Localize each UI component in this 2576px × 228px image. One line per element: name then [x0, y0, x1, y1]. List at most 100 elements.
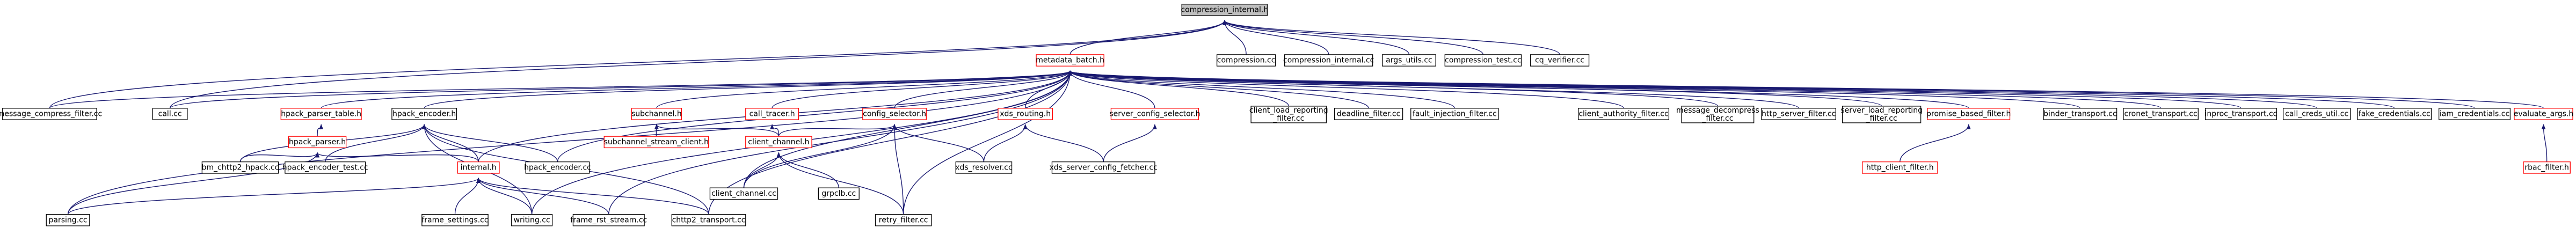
node-label: call_tracer.h — [749, 109, 795, 118]
node-args-utils-cc[interactable]: args_utils.cc — [1382, 54, 1436, 67]
edge-metadata-batch-h-to-client-channel-cc — [743, 70, 1073, 188]
node-box — [572, 214, 645, 226]
node-hpack-parser-table-h[interactable]: hpack_parser_table.h — [280, 108, 362, 120]
node-writing-cc[interactable]: writing.cc — [511, 214, 553, 226]
edge-hpack-parser-table-h-to-hpack-parser-h — [317, 124, 324, 137]
edge-xds-routing-h-to-xds-resolver-cc — [983, 124, 1028, 162]
node-hpack-encoder-cc[interactable]: hpack_encoder.cc — [524, 161, 591, 174]
node-label: deadline_filter.cc — [1337, 109, 1400, 118]
node-box — [1334, 108, 1403, 120]
node-box — [1036, 54, 1104, 67]
node-box — [2282, 108, 2351, 120]
node-promise-based-filter-h[interactable]: promise_based_filter.h — [1926, 108, 2011, 120]
node-config-selector-h[interactable]: config_selector.h — [862, 108, 927, 120]
node-cronet-transport-cc[interactable]: cronet_transport.cc — [2123, 108, 2199, 120]
edge-metadata-batch-h-to-promise-based-filter-h — [1068, 70, 1969, 109]
node-server-load-reporting-filter-cc[interactable]: server_load_reporting_filter.cc — [1840, 106, 1923, 123]
edge-metadata-batch-h-to-hpack-parser-table-h — [321, 70, 1072, 109]
node-chttp2-transport-cc[interactable]: chttp2_transport.cc — [671, 214, 746, 226]
node-label: frame_settings.cc — [421, 216, 488, 224]
node-label: http_server_filter.cc — [1762, 109, 1836, 118]
node-internal-h[interactable]: internal.h — [457, 161, 500, 174]
edge-subchannel-h-to-client-channel-h — [654, 124, 780, 137]
node-evaluate-args-h[interactable]: evaluate_args.h — [2514, 108, 2574, 120]
edge-metadata-batch-h-to-call-tracer-h — [772, 70, 1072, 109]
node-hpack-encoder-test-cc[interactable]: hpack_encoder_test.cc — [282, 161, 368, 174]
node-call-cc[interactable]: call.cc — [152, 108, 188, 120]
node-inproc-transport-cc[interactable]: inproc_transport.cc — [2204, 108, 2277, 120]
node-label: metadata_batch.h — [1036, 56, 1104, 65]
node-box — [1410, 108, 1499, 120]
node-deadline-filter-cc[interactable]: deadline_filter.cc — [1334, 108, 1403, 120]
node-label: hpack_parser.h — [289, 138, 346, 146]
node-label: rbac_filter.h — [2524, 163, 2569, 172]
node-retry-filter-cc[interactable]: retry_filter.cc — [875, 214, 932, 226]
edge-metadata-batch-h-to-server-config-selector-h — [1068, 70, 1155, 108]
node-compression-test-cc[interactable]: compression_test.cc — [1444, 54, 1522, 67]
edge-compression-internal-h-to-metadata-batch-h — [1069, 20, 1227, 55]
node-call-tracer-h[interactable]: call_tracer.h — [745, 108, 799, 120]
edge-metadata-batch-h-to-chttp2-transport-cc — [708, 70, 1073, 215]
node-box — [1216, 54, 1276, 67]
node-box — [1444, 54, 1522, 67]
node-message-decompress-filter-cc[interactable]: message_decompress_filter.cc — [1676, 106, 1759, 123]
node-hpack-parser-h[interactable]: hpack_parser.h — [288, 136, 347, 149]
node-box — [1578, 108, 1670, 120]
node-box — [2123, 108, 2199, 120]
node-frame-rst-stream-cc[interactable]: frame_rst_stream.cc — [570, 214, 647, 226]
node-binder-transport-cc[interactable]: binder_transport.cc — [2043, 108, 2117, 120]
edge-compression-internal-h-to-call-cc — [169, 20, 1227, 108]
edge-client-channel-h-to-retry-filter-cc — [776, 152, 904, 215]
node-cq-verifier-cc[interactable]: cq_verifier.cc — [1530, 54, 1590, 67]
node-http-client-filter-h[interactable]: http_client_filter.h — [1861, 161, 1938, 174]
node-box — [288, 136, 347, 149]
node-box — [2043, 108, 2117, 120]
edge-compression-internal-h-to-args-utils-cc — [1222, 20, 1410, 55]
node-label: subchannel.h — [631, 109, 682, 118]
edge-hpack-parser-h-to-bm-chttp2-hpack-cc — [239, 152, 319, 162]
node-rbac-filter-h[interactable]: rbac_filter.h — [2523, 161, 2571, 174]
edge-metadata-batch-h-to-client-authority-filter-cc — [1068, 70, 1624, 109]
node-box — [1382, 54, 1436, 67]
edge-metadata-batch-h-to-message-compress-filter-cc — [49, 70, 1072, 109]
node-box — [1530, 54, 1590, 67]
node-hpack-encoder-h[interactable]: hpack_encoder.h — [391, 108, 457, 120]
node-box — [2514, 108, 2573, 120]
node-compression-cc[interactable]: compression.cc — [1216, 54, 1276, 67]
node-server-config-selector-h[interactable]: server_config_selector.h — [1109, 108, 1200, 120]
node-label: writing.cc — [514, 216, 550, 224]
node-box — [285, 161, 366, 174]
node-label: cq_verifier.cc — [1535, 56, 1584, 65]
node-iam-credentials-cc[interactable]: iam_credentials.cc — [2439, 108, 2511, 120]
node-fault-injection-filter-cc[interactable]: fault_injection_filter.cc — [1410, 108, 1499, 120]
node-fake-credentials-cc[interactable]: fake_credentials.cc — [2357, 108, 2432, 120]
node-box — [280, 108, 362, 120]
node-box — [457, 161, 500, 174]
node-grpclb-cc[interactable]: grpclb.cc — [818, 187, 860, 200]
node-metadata-batch-h[interactable]: metadata_batch.h — [1036, 54, 1104, 67]
node-parsing-cc[interactable]: parsing.cc — [46, 214, 90, 226]
node-call-creds-util-cc[interactable]: call_creds_util.cc — [2282, 108, 2351, 120]
node-compression-internal-h[interactable]: compression_internal.h — [1181, 4, 1268, 16]
node-frame-settings-cc[interactable]: frame_settings.cc — [421, 214, 489, 226]
node-subchannel-h[interactable]: subchannel.h — [631, 108, 682, 120]
edge-metadata-batch-h-to-subchannel-h — [656, 70, 1072, 109]
node-client-channel-cc[interactable]: client_channel.cc — [709, 187, 778, 200]
node-subchannel-stream-client-h[interactable]: subchannel_stream_client.h — [603, 136, 709, 149]
node-xds-routing-h[interactable]: xds_routing.h — [998, 108, 1053, 120]
node-client-load-reporting-filter-cc[interactable]: client_load_reporting_filter.cc — [1249, 106, 1328, 123]
edge-layer — [49, 20, 2548, 215]
node-client-channel-h[interactable]: client_channel.h — [745, 136, 812, 149]
node-compression-internal-cc[interactable]: compression_internal.cc — [1283, 54, 1374, 67]
node-label: fault_injection_filter.cc — [1413, 109, 1497, 118]
node-xds-server-config-fetcher-cc[interactable]: xds_server_config_fetcher.cc — [1050, 161, 1158, 174]
node-http-server-filter-cc[interactable]: http_server_filter.cc — [1761, 108, 1836, 120]
edge-config-selector-h-to-client-channel-cc — [743, 124, 897, 188]
node-bm-chttp2-hpack-cc[interactable]: bm_chttp2_hpack.cc — [202, 161, 279, 174]
node-box — [2523, 161, 2571, 174]
node-xds-resolver-cc[interactable]: xds_resolver.cc — [955, 161, 1013, 174]
node-label: parsing.cc — [49, 216, 88, 224]
node-message-compress-filter-cc[interactable]: message_compress_filter.cc — [0, 108, 102, 120]
node-label: binder_transport.cc — [2043, 109, 2116, 118]
node-client-authority-filter-cc[interactable]: client_authority_filter.cc — [1578, 108, 1670, 120]
